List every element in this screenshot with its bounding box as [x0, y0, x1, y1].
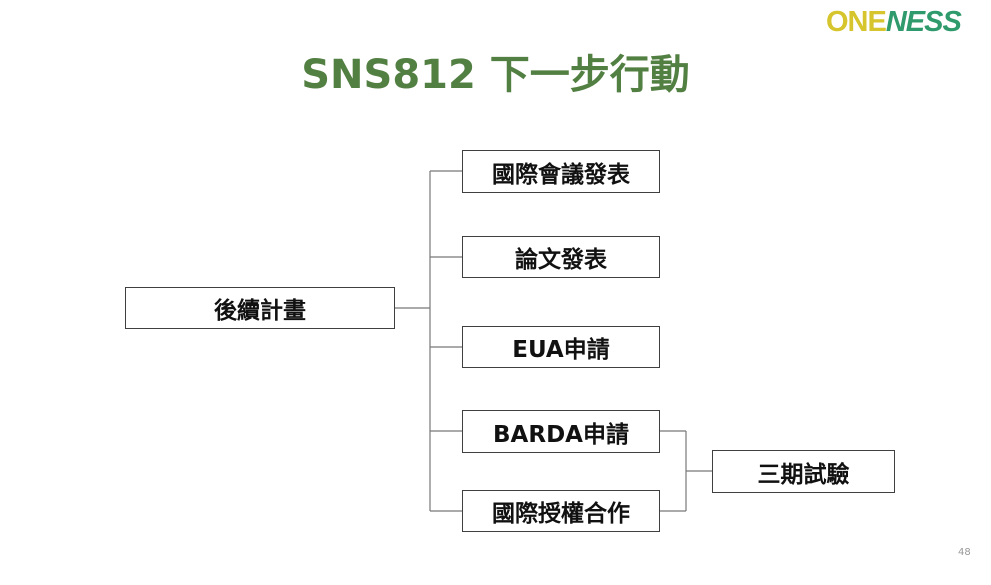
branch-node: 國際會議發表 [462, 150, 660, 193]
oneness-logo: ONENESS [826, 6, 962, 39]
slide-title: SNS812 下一步行動 [301, 52, 690, 98]
logo-part-one: ONE [826, 6, 887, 38]
root-node: 後續計畫 [125, 287, 395, 329]
merged-node: 三期試驗 [712, 450, 895, 493]
branch-node: 論文發表 [462, 236, 660, 278]
branch-node: BARDA申請 [462, 410, 660, 453]
branch-node: 國際授權合作 [462, 490, 660, 532]
branch-node: EUA申請 [462, 326, 660, 368]
page-number: 48 [958, 547, 971, 558]
logo-part-ness: NESS [885, 6, 962, 38]
